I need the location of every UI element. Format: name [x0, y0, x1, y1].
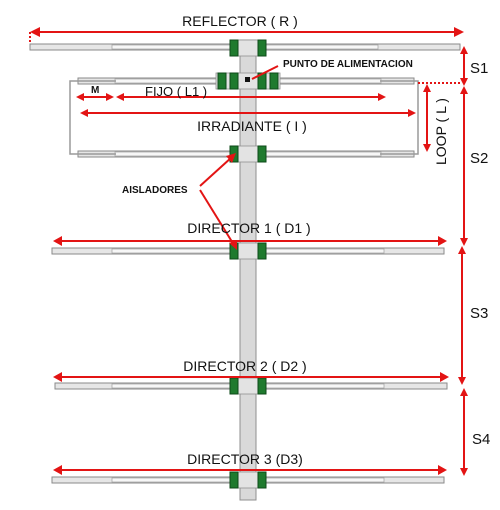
reflector-label: REFLECTOR ( R ): [182, 13, 298, 29]
spacing-s4-arrow: [460, 388, 468, 476]
insulator-director-3: [229, 471, 267, 489]
spacing-s2-arrow: [460, 86, 468, 246]
feed-point-label: PUNTO DE ALIMENTACION: [283, 59, 413, 70]
insulator-director-1: [229, 242, 267, 260]
boom: [239, 39, 257, 501]
loop-outline: [69, 80, 419, 155]
fixed-label: FIJO ( L1 ): [145, 84, 207, 99]
director-1-label: DIRECTOR 1 ( D1 ): [187, 220, 310, 236]
radiating-label: IRRADIANTE ( I ): [197, 118, 307, 134]
director-3-label: DIRECTOR 3 (D3): [187, 451, 303, 467]
radiating-length-arrow: [80, 109, 416, 117]
director-3-length-arrow: [53, 465, 447, 475]
spacing-s1-label: S1: [470, 60, 488, 77]
feed-point-marker: [245, 77, 250, 82]
insulator-director-2: [229, 377, 267, 395]
loop-label: LOOP ( L ): [433, 98, 449, 165]
reflector-length-arrow: [29, 27, 464, 44]
m-label: M: [91, 85, 99, 96]
spacing-s3-label: S3: [470, 305, 488, 322]
m-length-arrow: [76, 93, 114, 101]
feed-point-pointer: [251, 65, 279, 80]
spacing-s1-arrow: [460, 46, 468, 86]
director-1-length-arrow: [53, 236, 447, 246]
spacing-s3-arrow: [458, 246, 466, 385]
fixed-length-arrow: [116, 93, 386, 101]
insulators-label: AISLADORES: [122, 185, 188, 196]
director-2-length-arrow: [53, 372, 449, 382]
spacing-s4-label: S4: [472, 431, 490, 448]
loop-length-arrow: [423, 84, 431, 152]
insulator-pointers: [199, 153, 237, 250]
director-2-label: DIRECTOR 2 ( D2 ): [183, 358, 306, 374]
insulator-reflector: [229, 39, 267, 57]
spacing-s2-label: S2: [470, 150, 488, 167]
